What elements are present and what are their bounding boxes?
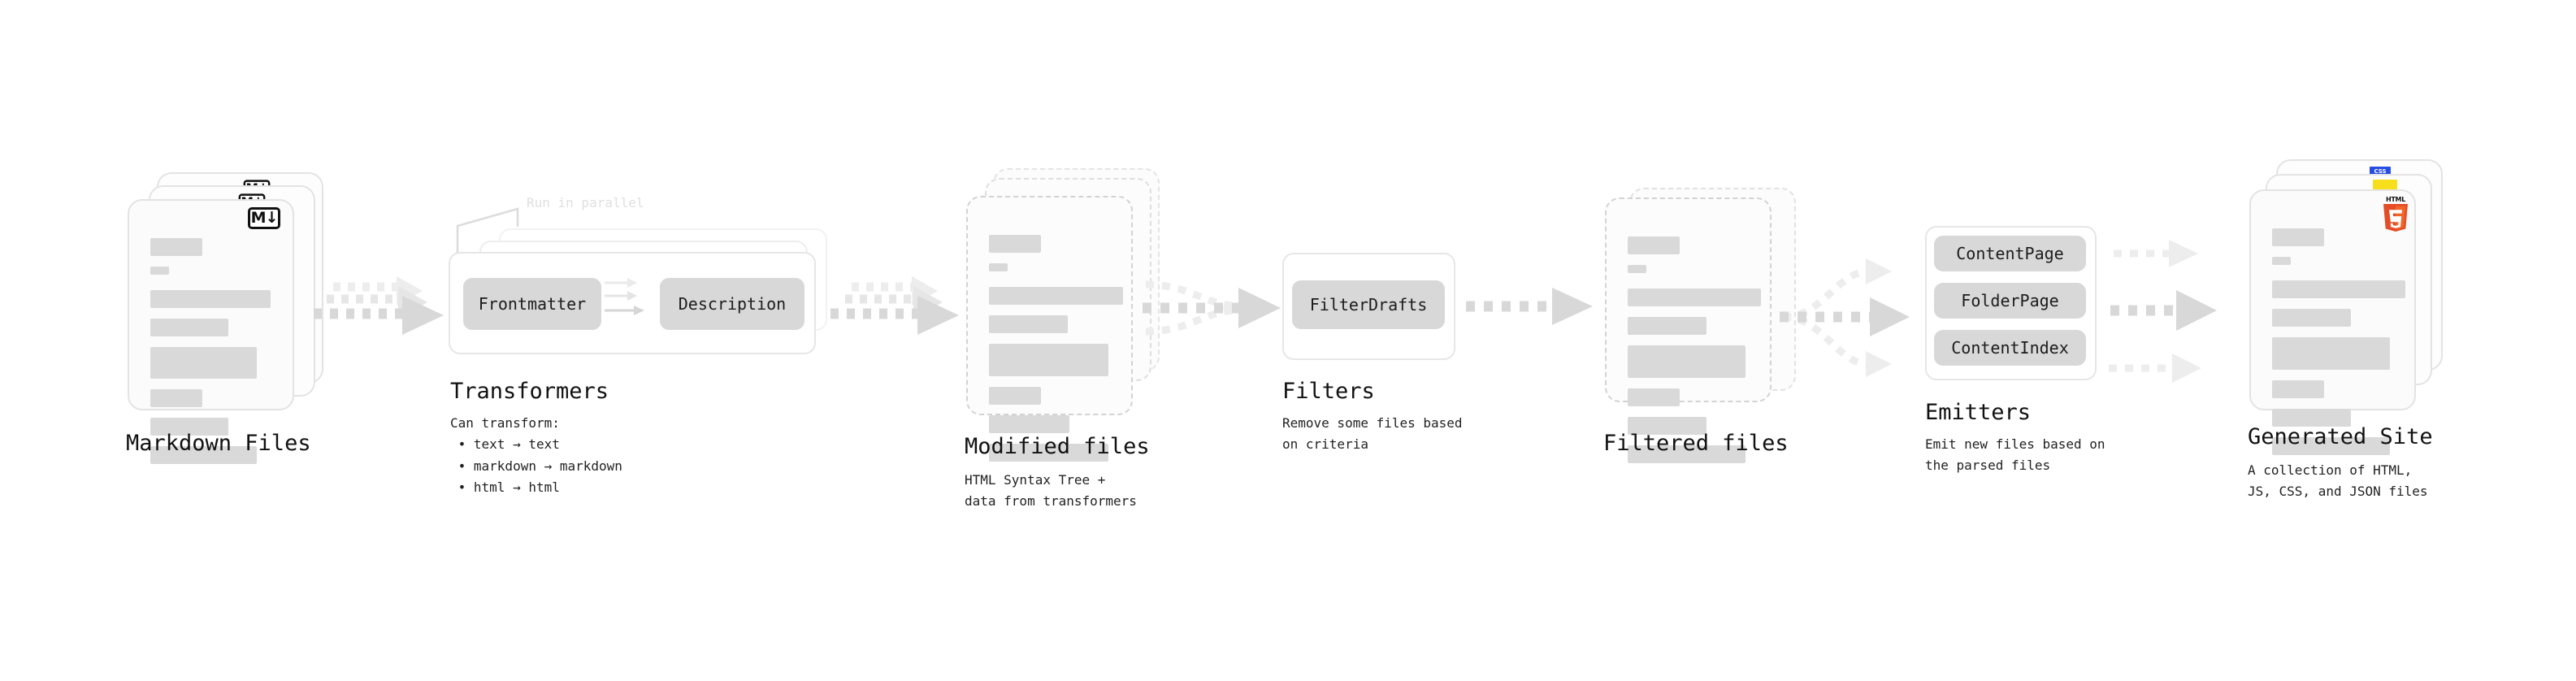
modified-card-front[interactable]	[966, 196, 1133, 462]
skeleton-bar	[150, 238, 202, 256]
connector-filtered-to-emitters	[1780, 258, 1910, 377]
skeleton-bar	[989, 263, 1008, 271]
annotation-run-in-parallel: Run in parallel	[527, 195, 644, 210]
skeleton-bar	[2272, 228, 2324, 246]
skeleton-bars	[989, 235, 1123, 472]
markdown-card-front[interactable]	[128, 199, 294, 464]
stage-subtitle-generated-site: A collection of HTML, JS, CSS, and JSON …	[2248, 462, 2428, 500]
skeleton-bar	[150, 267, 169, 275]
skeleton-bar	[989, 315, 1068, 333]
skeleton-bar	[150, 319, 228, 336]
skeleton-bar	[150, 347, 257, 379]
skeleton-bar	[2272, 257, 2291, 265]
skeleton-bar	[2272, 409, 2351, 427]
emitter-node-contentpage[interactable]: ContentPage	[1934, 236, 2086, 271]
stage-title-markdown-files: Markdown Files	[126, 431, 311, 456]
skeleton-bar	[150, 389, 202, 407]
stage-title-generated-site: Generated Site	[2248, 424, 2433, 449]
stage-title-filtered-files: Filtered files	[1603, 431, 1789, 456]
skeleton-bar	[2272, 280, 2405, 298]
connector-filters-to-filtered	[1466, 288, 1593, 325]
skeleton-bar	[989, 287, 1123, 305]
skeleton-bar	[989, 444, 1108, 462]
connector-modified-to-filters	[1143, 280, 1281, 336]
skeleton-bar	[2272, 309, 2351, 327]
skeleton-bar	[1628, 417, 1706, 435]
skeleton-bar	[1628, 265, 1646, 273]
stage-subtitle-emitters: Emit new files based on the parsed files	[1925, 436, 2105, 474]
transformer-node-frontmatter[interactable]: Frontmatter	[463, 278, 601, 330]
skeleton-bar	[989, 387, 1041, 405]
skeleton-bar	[2272, 337, 2390, 370]
stage-title-modified-files: Modified files	[965, 434, 1150, 459]
transformer-node-description[interactable]: Description	[660, 278, 804, 330]
skeleton-bar	[1628, 345, 1746, 378]
stage-subtitle-transformers: Can transform: • text → text • markdown …	[450, 415, 622, 496]
filtered-card-front[interactable]	[1605, 197, 1772, 463]
skeleton-bars	[150, 238, 273, 475]
skeleton-bar	[989, 235, 1041, 253]
emitter-node-contentindex[interactable]: ContentIndex	[1934, 330, 2086, 366]
skeleton-bar	[150, 446, 257, 464]
html5-icon: HTML	[2381, 196, 2410, 232]
filter-node-filterdrafts[interactable]: FilterDrafts	[1292, 280, 1445, 329]
skeleton-bar	[1628, 317, 1706, 335]
skeleton-bar	[1628, 445, 1746, 463]
stage-title-transformers: Transformers	[450, 379, 609, 404]
skeleton-bar	[1628, 388, 1680, 406]
skeleton-bar	[2272, 380, 2324, 398]
skeleton-bar	[150, 418, 228, 436]
skeleton-bar	[989, 415, 1069, 433]
connector-transformers-to-modified	[830, 276, 959, 335]
skeleton-bars	[1628, 236, 1761, 474]
skeleton-bars	[2272, 228, 2405, 466]
stage-title-emitters: Emitters	[1925, 400, 2032, 425]
markdown-icon: M↓	[248, 207, 280, 229]
skeleton-bar	[2272, 437, 2390, 455]
connector-emitters-to-site	[2109, 240, 2217, 383]
skeleton-bar	[1628, 236, 1680, 254]
skeleton-bar	[989, 344, 1108, 376]
stage-title-filters: Filters	[1282, 379, 1375, 404]
emitter-node-folderpage[interactable]: FolderPage	[1934, 283, 2086, 319]
stage-subtitle-filters: Remove some files based on criteria	[1282, 415, 1463, 453]
connector-markdown-to-transformers	[314, 276, 444, 335]
skeleton-bar	[150, 290, 271, 308]
html5-icon-caption: HTML	[2385, 196, 2405, 203]
stage-subtitle-modified-files: HTML Syntax Tree + data from transformer…	[965, 472, 1137, 510]
skeleton-bar	[1628, 288, 1761, 306]
